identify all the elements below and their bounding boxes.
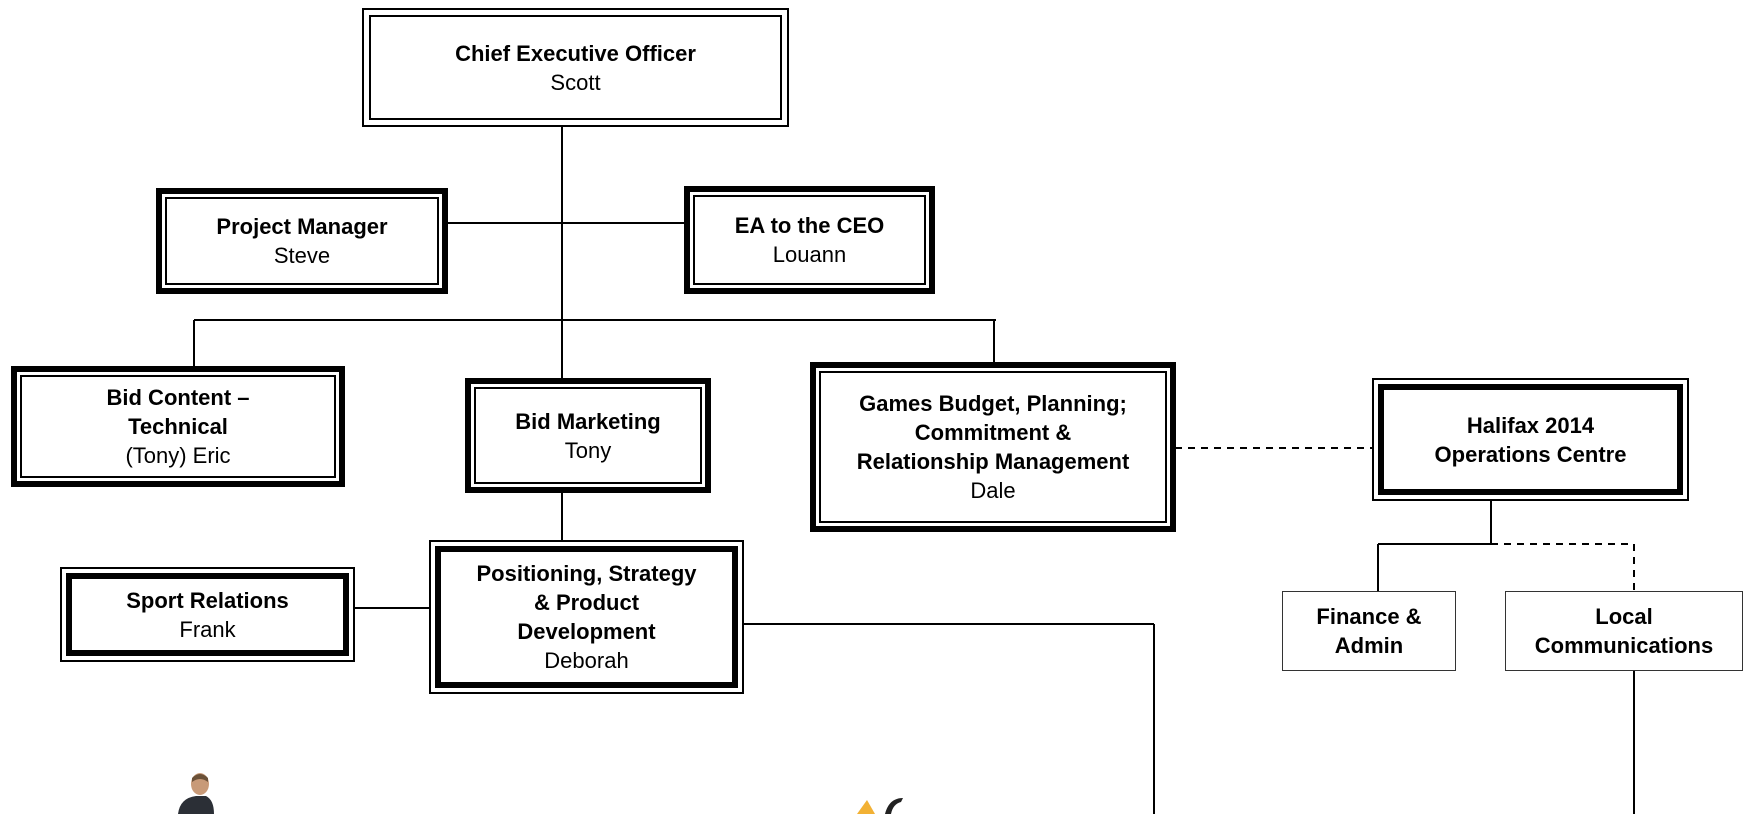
person-photo-fragment — [178, 773, 214, 814]
ea-ceo-title: EA to the CEO — [734, 213, 885, 238]
positioning-name: Deborah — [544, 648, 629, 673]
positioning-title-line3: Development — [517, 619, 656, 644]
games-budget-title-line2: Commitment & — [914, 420, 1072, 445]
ceo-name: Scott — [550, 69, 601, 95]
project-manager-box: Project Manager Steve — [156, 188, 448, 294]
games-budget-name: Dale — [970, 478, 1016, 503]
bid-marketing-name: Tony — [564, 437, 612, 463]
halifax-ops-title-line1: Halifax 2014 — [1466, 412, 1595, 438]
ceo-title: Chief Executive Officer — [455, 40, 696, 66]
games-budget-title-line1: Games Budget, Planning; — [859, 391, 1127, 416]
games-budget-title-line3: Relationship Management — [856, 449, 1130, 474]
bid-content-box: Bid Content – Technical (Tony) Eric — [11, 366, 345, 487]
positioning-box: Positioning, Strategy & Product Developm… — [429, 540, 744, 694]
bid-content-title-line2: Technical — [128, 414, 228, 439]
bid-marketing-title: Bid Marketing — [515, 408, 661, 434]
bid-marketing-box: Bid Marketing Tony — [465, 378, 711, 493]
games-budget-box: Games Budget, Planning; Commitment & Rel… — [810, 362, 1176, 532]
project-manager-name: Steve — [273, 243, 331, 268]
bid-content-name: (Tony) Eric — [125, 443, 231, 468]
project-manager-title: Project Manager — [216, 214, 388, 239]
positioning-title-line1: Positioning, Strategy — [476, 561, 697, 586]
halifax-ops-title-line2: Operations Centre — [1434, 441, 1627, 467]
sport-relations-box: Sport Relations Frank — [60, 567, 355, 662]
finance-admin-title-line2: Admin — [1334, 633, 1404, 658]
positioning-title-line2: & Product — [533, 590, 640, 615]
finance-admin-box: Finance & Admin — [1282, 591, 1456, 671]
local-comms-title-line2: Communications — [1534, 633, 1714, 658]
local-comms-box: Local Communications — [1505, 591, 1743, 671]
ceo-box: Chief Executive Officer Scott — [362, 8, 789, 127]
local-comms-title-line1: Local — [1595, 604, 1653, 629]
logo-fragment-icon — [857, 798, 903, 814]
halifax-ops-box: Halifax 2014 Operations Centre — [1372, 378, 1689, 501]
bid-content-title-line1: Bid Content – — [106, 385, 250, 410]
ea-ceo-name: Louann — [772, 242, 847, 267]
sport-relations-title: Sport Relations — [126, 587, 289, 613]
finance-admin-title-line1: Finance & — [1316, 604, 1422, 629]
sport-relations-name: Frank — [179, 616, 236, 642]
ea-ceo-box: EA to the CEO Louann — [684, 186, 935, 294]
